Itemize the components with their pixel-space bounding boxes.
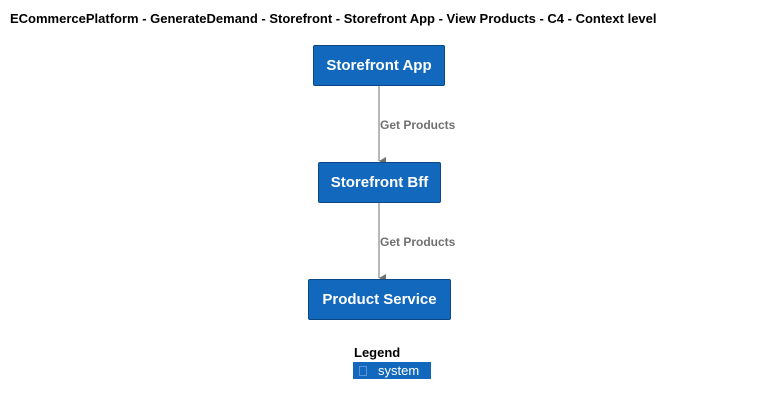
node-product-service[interactable]: Product Service [308, 279, 451, 320]
legend-item-system-label: system [378, 363, 420, 378]
system-icon [359, 365, 367, 376]
node-storefront-app[interactable]: Storefront App [313, 45, 445, 86]
legend-item-system: system [353, 362, 431, 379]
node-storefront-app-label: Storefront App [326, 57, 432, 74]
edge-label-get-products-1: Get Products [380, 118, 456, 132]
node-product-service-label: Product Service [322, 291, 437, 308]
node-storefront-bff-label: Storefront Bff [330, 174, 429, 191]
node-storefront-bff[interactable]: Storefront Bff [318, 162, 441, 203]
edge-label-get-products-2: Get Products [380, 235, 456, 249]
legend-title: Legend [354, 345, 401, 360]
diagram-title: ECommercePlatform - GenerateDemand - Sto… [10, 11, 657, 26]
